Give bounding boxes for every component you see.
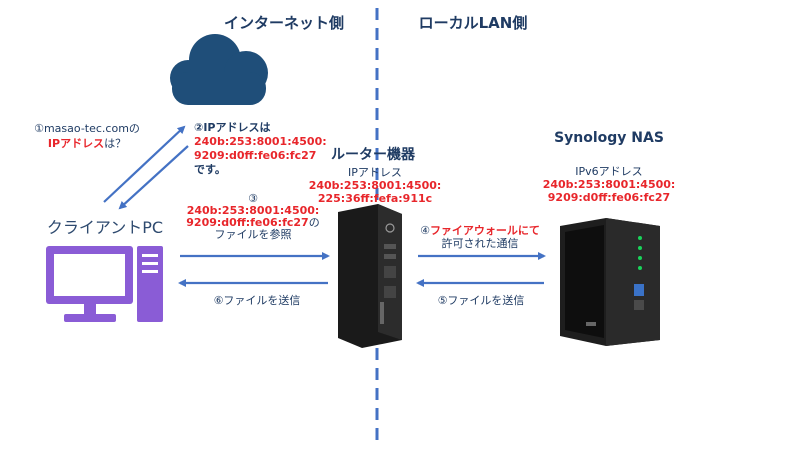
step3-ip-line1: 240b:253:8001:4500: bbox=[186, 204, 320, 217]
router-ip-block: IPアドレス 240b:253:8001:4500: 225:36ff:fefa… bbox=[300, 166, 450, 205]
step3-suffix: の bbox=[308, 216, 320, 229]
step3-ip-line2: 9209:d0ff:fe06:fc27 bbox=[186, 216, 309, 229]
arrow-dns-query bbox=[103, 125, 186, 203]
dns-query-line2: IPアドレスは？ bbox=[22, 136, 152, 151]
dns-reply-ip-line1: 240b:253:8001:4500: bbox=[194, 135, 327, 148]
dns-reply-ip-line2: 9209:d0ff:fe06:fc27 bbox=[194, 149, 317, 162]
dns-query-line1: ①masao-tec.comの bbox=[34, 122, 140, 135]
dns-reply-line1: ②IPアドレスは bbox=[194, 121, 271, 134]
step4-label: ④ファイアウォールにて 許可された通信 bbox=[410, 224, 550, 250]
internet-side-label: インターネット側 bbox=[223, 14, 344, 32]
nas-ip-block: IPv6アドレス 240b:253:8001:4500: 9209:d0ff:f… bbox=[534, 165, 684, 204]
step3-number: ③ bbox=[248, 192, 258, 205]
router-device-icon bbox=[338, 204, 402, 348]
router-ip-line1: 240b:253:8001:4500: bbox=[308, 179, 442, 192]
dns-reply-label: ②IPアドレスは 240b:253:8001:4500: 9209:d0ff:f… bbox=[194, 121, 327, 177]
dns-query-question: は？ bbox=[104, 137, 127, 150]
client-pc-title: クライアントPC bbox=[46, 218, 164, 237]
router-ip-label: IPアドレス bbox=[348, 166, 402, 179]
pc-icon bbox=[46, 246, 163, 322]
step6-label: ⑥ファイルを送信 bbox=[213, 294, 301, 307]
router-ip-line2: 225:36ff:fefa:911c bbox=[317, 192, 433, 205]
router-title: ルーター機器 bbox=[331, 147, 415, 163]
nas-device-icon bbox=[560, 218, 660, 346]
nas-ip-label: IPv6アドレス bbox=[575, 165, 643, 178]
nas-ip-line1: 240b:253:8001:4500: bbox=[542, 178, 676, 191]
step4-firewall-text: ファイアウォールにて bbox=[429, 224, 540, 237]
step3-label: ③ 240b:253:8001:4500: 9209:d0ff:fe06:fc2… bbox=[178, 193, 328, 241]
step3-line3: ファイルを参照 bbox=[214, 228, 292, 241]
step4-number: ④ bbox=[420, 224, 430, 237]
local-lan-side-label: ローカルLAN側 bbox=[418, 14, 528, 32]
arrow-dns-reply bbox=[118, 145, 189, 210]
step5-label: ⑤ファイルを送信 bbox=[437, 294, 525, 307]
step3-ip-line2-wrap: 9209:d0ff:fe06:fc27の bbox=[178, 217, 328, 229]
step4-line2: 許可された通信 bbox=[441, 237, 519, 250]
step4-line1: ④ファイアウォールにて bbox=[410, 224, 550, 237]
dns-query-label: ①masao-tec.comの IPアドレスは？ bbox=[22, 121, 152, 151]
dns-query-ip-term: IPアドレス bbox=[47, 137, 105, 150]
nas-title: Synology NAS bbox=[554, 130, 664, 146]
dns-reply-line-end: です。 bbox=[194, 163, 226, 176]
cloud-icon bbox=[170, 34, 268, 105]
nas-ip-line2: 9209:d0ff:fe06:fc27 bbox=[547, 191, 671, 204]
